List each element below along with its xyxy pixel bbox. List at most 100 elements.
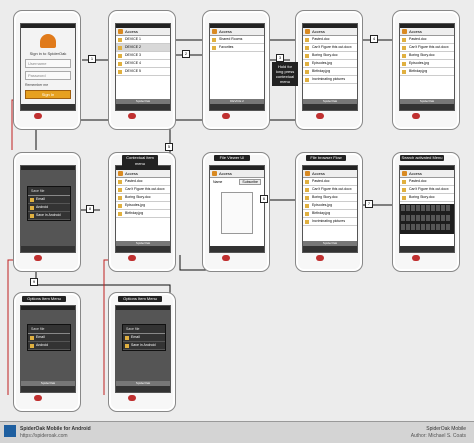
key[interactable] xyxy=(406,224,410,231)
status-bar xyxy=(210,24,264,28)
dialog-option[interactable]: Email xyxy=(28,196,70,204)
key[interactable] xyxy=(431,214,435,221)
dialog-option[interactable]: Save in Android xyxy=(123,342,165,350)
action-bar: Access xyxy=(116,28,170,36)
key[interactable] xyxy=(436,205,440,211)
options-a-screen: Save file Email Android SpiderOak xyxy=(20,305,76,393)
key[interactable] xyxy=(436,214,440,221)
key[interactable] xyxy=(406,205,410,211)
key[interactable] xyxy=(426,224,430,231)
key[interactable] xyxy=(446,205,450,211)
dialog-option[interactable]: Save in Android xyxy=(28,212,70,220)
dialog-title: Save file xyxy=(123,325,165,334)
file-item[interactable]: Can't Figure this out.docx xyxy=(116,186,170,194)
step-number: 3 xyxy=(276,54,284,62)
file-item[interactable]: Birthday.jpg xyxy=(303,210,357,218)
file-item[interactable]: Incriminating pictures xyxy=(303,218,357,226)
nav-bar xyxy=(400,246,454,252)
nav-bar xyxy=(21,246,75,252)
dialog-option[interactable]: Email xyxy=(123,334,165,342)
files-screen: Access Pasted.doc Can't Figure this out.… xyxy=(302,23,358,111)
dialog-option[interactable]: Android xyxy=(28,204,70,212)
options-b-screen: Save file Email Save in Android SpiderOa… xyxy=(115,305,171,393)
device-item[interactable]: DEVICE 4 xyxy=(116,60,170,68)
file-item[interactable]: Birthday.jpg xyxy=(116,210,170,218)
key[interactable] xyxy=(411,214,415,221)
device-item[interactable]: DEVICE 5 xyxy=(116,68,170,76)
signin-button[interactable]: Sign In xyxy=(25,90,71,99)
file-item[interactable]: Can't Figure this out.docx xyxy=(400,44,454,52)
key[interactable] xyxy=(446,214,450,221)
shared-item[interactable]: Favorites xyxy=(210,44,264,52)
back-badge xyxy=(412,113,420,119)
dialog-option[interactable]: Android xyxy=(28,342,70,350)
key[interactable] xyxy=(421,214,425,221)
file-item[interactable]: Can't Figure this out.docx xyxy=(400,186,454,194)
device-item[interactable]: DEVICE 1 xyxy=(116,36,170,44)
footer-url[interactable]: https://spideroak.com xyxy=(20,433,68,439)
action-bar: Access xyxy=(400,170,454,178)
file-item[interactable]: Boring Story.doc xyxy=(400,52,454,60)
key[interactable] xyxy=(441,205,445,211)
key[interactable] xyxy=(411,205,415,211)
key[interactable] xyxy=(436,224,440,231)
key[interactable] xyxy=(401,214,405,221)
files-menu-screen: Access Pasted.doc Can't Figure this out.… xyxy=(399,23,455,111)
file-item[interactable]: Incriminating pictures xyxy=(303,76,357,84)
password-field[interactable]: Password xyxy=(25,71,71,80)
username-field[interactable]: Username xyxy=(25,59,71,68)
file-item[interactable]: Pasted.doc xyxy=(400,178,454,186)
file-item[interactable]: Boring Story.doc xyxy=(400,194,454,202)
file-item[interactable]: Can't Figure this out.docx xyxy=(303,186,357,194)
device-item[interactable]: DEVICE 2 xyxy=(116,44,170,52)
key[interactable] xyxy=(416,214,420,221)
key[interactable] xyxy=(431,205,435,211)
files-footer: SpiderOak xyxy=(116,241,170,246)
file-item[interactable]: Episodes.jpg xyxy=(303,202,357,210)
back-badge xyxy=(128,255,136,261)
key[interactable] xyxy=(431,224,435,231)
key[interactable] xyxy=(441,214,445,221)
footer-right-meta: Author: Michael S. Coats xyxy=(410,433,466,439)
dialog-option[interactable]: Email xyxy=(28,334,70,342)
dialog-title: Save file xyxy=(28,187,70,196)
status-bar xyxy=(21,24,75,28)
file-item[interactable]: Pasted.doc xyxy=(303,178,357,186)
file-item[interactable]: Pasted.doc xyxy=(400,36,454,44)
keyboard[interactable] xyxy=(400,204,454,234)
key[interactable] xyxy=(426,205,430,211)
key[interactable] xyxy=(446,224,450,231)
spideroak-logo xyxy=(40,34,56,48)
label-file-browser: File browser Flow xyxy=(306,155,346,161)
key[interactable] xyxy=(421,224,425,231)
file-item[interactable]: Birthday.jpg xyxy=(400,68,454,76)
key[interactable] xyxy=(401,224,405,231)
file-item[interactable]: Boring Story.doc xyxy=(303,52,357,60)
file-item[interactable]: Episodes.jpg xyxy=(400,60,454,68)
file-item[interactable]: Birthday.jpg xyxy=(303,68,357,76)
file-item[interactable]: Episodes.jpg xyxy=(116,202,170,210)
file-item[interactable]: Boring Story.doc xyxy=(303,194,357,202)
device-item[interactable]: DEVICE 3 xyxy=(116,52,170,60)
phone-files: Access Pasted.doc Can't Figure this out.… xyxy=(295,10,363,130)
key[interactable] xyxy=(411,224,415,231)
file-item[interactable]: Pasted.doc xyxy=(116,178,170,186)
remember-checkbox[interactable]: Remember me xyxy=(25,83,49,87)
file-item[interactable]: Episodes.jpg xyxy=(303,60,357,68)
footer-right-title: SpiderOak Mobile xyxy=(426,426,466,432)
key[interactable] xyxy=(401,205,405,211)
subscribe-button[interactable]: Subscribe xyxy=(239,179,261,185)
key[interactable] xyxy=(416,224,420,231)
key[interactable] xyxy=(416,205,420,211)
key[interactable] xyxy=(421,205,425,211)
shared-item[interactable]: Shared Rooms xyxy=(210,36,264,44)
file-item[interactable]: Can't Figure this out.docx xyxy=(303,44,357,52)
viewer-meta: Name xyxy=(213,180,223,184)
key[interactable] xyxy=(406,214,410,221)
file-item[interactable]: Boring Story.doc xyxy=(116,194,170,202)
key[interactable] xyxy=(441,224,445,231)
file-item[interactable]: Pasted.doc xyxy=(303,36,357,44)
key[interactable] xyxy=(426,214,430,221)
login-screen: Sign in to SpiderOak Username Password R… xyxy=(20,23,76,111)
back-badge xyxy=(128,395,136,401)
